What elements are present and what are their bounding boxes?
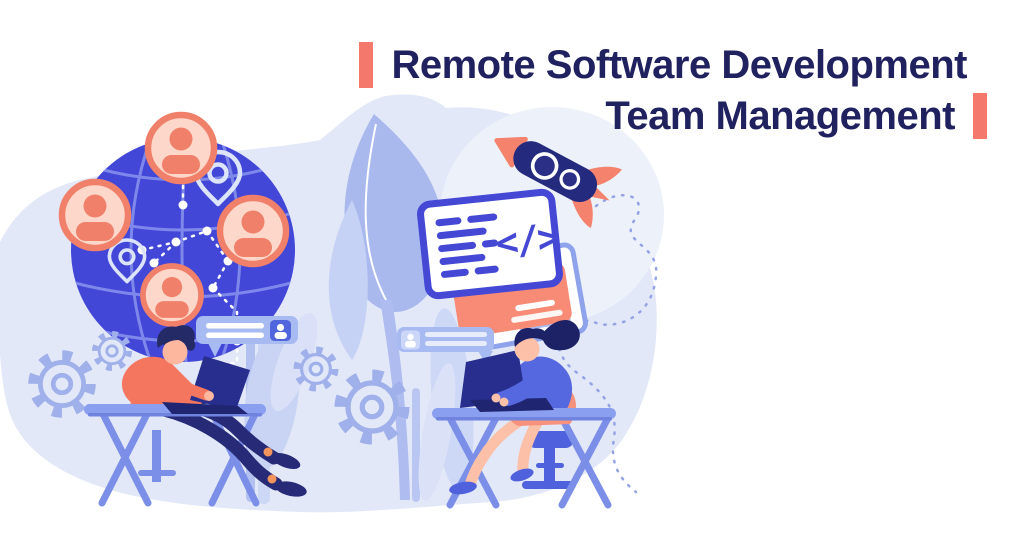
person-legs (449, 410, 546, 495)
chat-message-icon (397, 327, 494, 364)
person-arms (495, 373, 543, 406)
rocket-trail (557, 194, 658, 494)
title-row-2: Team Management (605, 93, 987, 139)
title-block: Remote Software Development Team Managem… (359, 42, 987, 139)
accent-bar-right (973, 93, 987, 139)
person-ponytail (542, 319, 580, 351)
code-window-stack: </> (417, 188, 588, 350)
person-hair (514, 328, 548, 347)
title-row-1: Remote Software Development (359, 42, 987, 88)
rocket-icon (494, 136, 622, 229)
user-avatar-icon (148, 115, 214, 181)
person-head (514, 336, 540, 362)
person-arm (150, 370, 212, 401)
male-developer-at-desk (84, 325, 307, 507)
chat-message-icon (196, 316, 298, 357)
person-torso (121, 356, 203, 413)
accent-bar-left (359, 42, 374, 88)
person-hair-front (163, 336, 190, 346)
person-hand (491, 393, 501, 403)
user-avatar-icon (62, 182, 128, 248)
person-head (162, 339, 188, 365)
code-symbol: </> (493, 215, 561, 265)
stool (522, 431, 576, 489)
female-developer-at-desk (432, 319, 616, 509)
title-line-2: Team Management (605, 93, 955, 138)
user-avatar-icon (220, 198, 286, 264)
person-hand (499, 397, 509, 407)
code-window-icon: </> (417, 188, 563, 300)
user-avatar-icon (143, 266, 201, 324)
title-line-1: Remote Software Development (391, 42, 967, 87)
person-hand (204, 391, 214, 401)
desk (432, 408, 616, 421)
